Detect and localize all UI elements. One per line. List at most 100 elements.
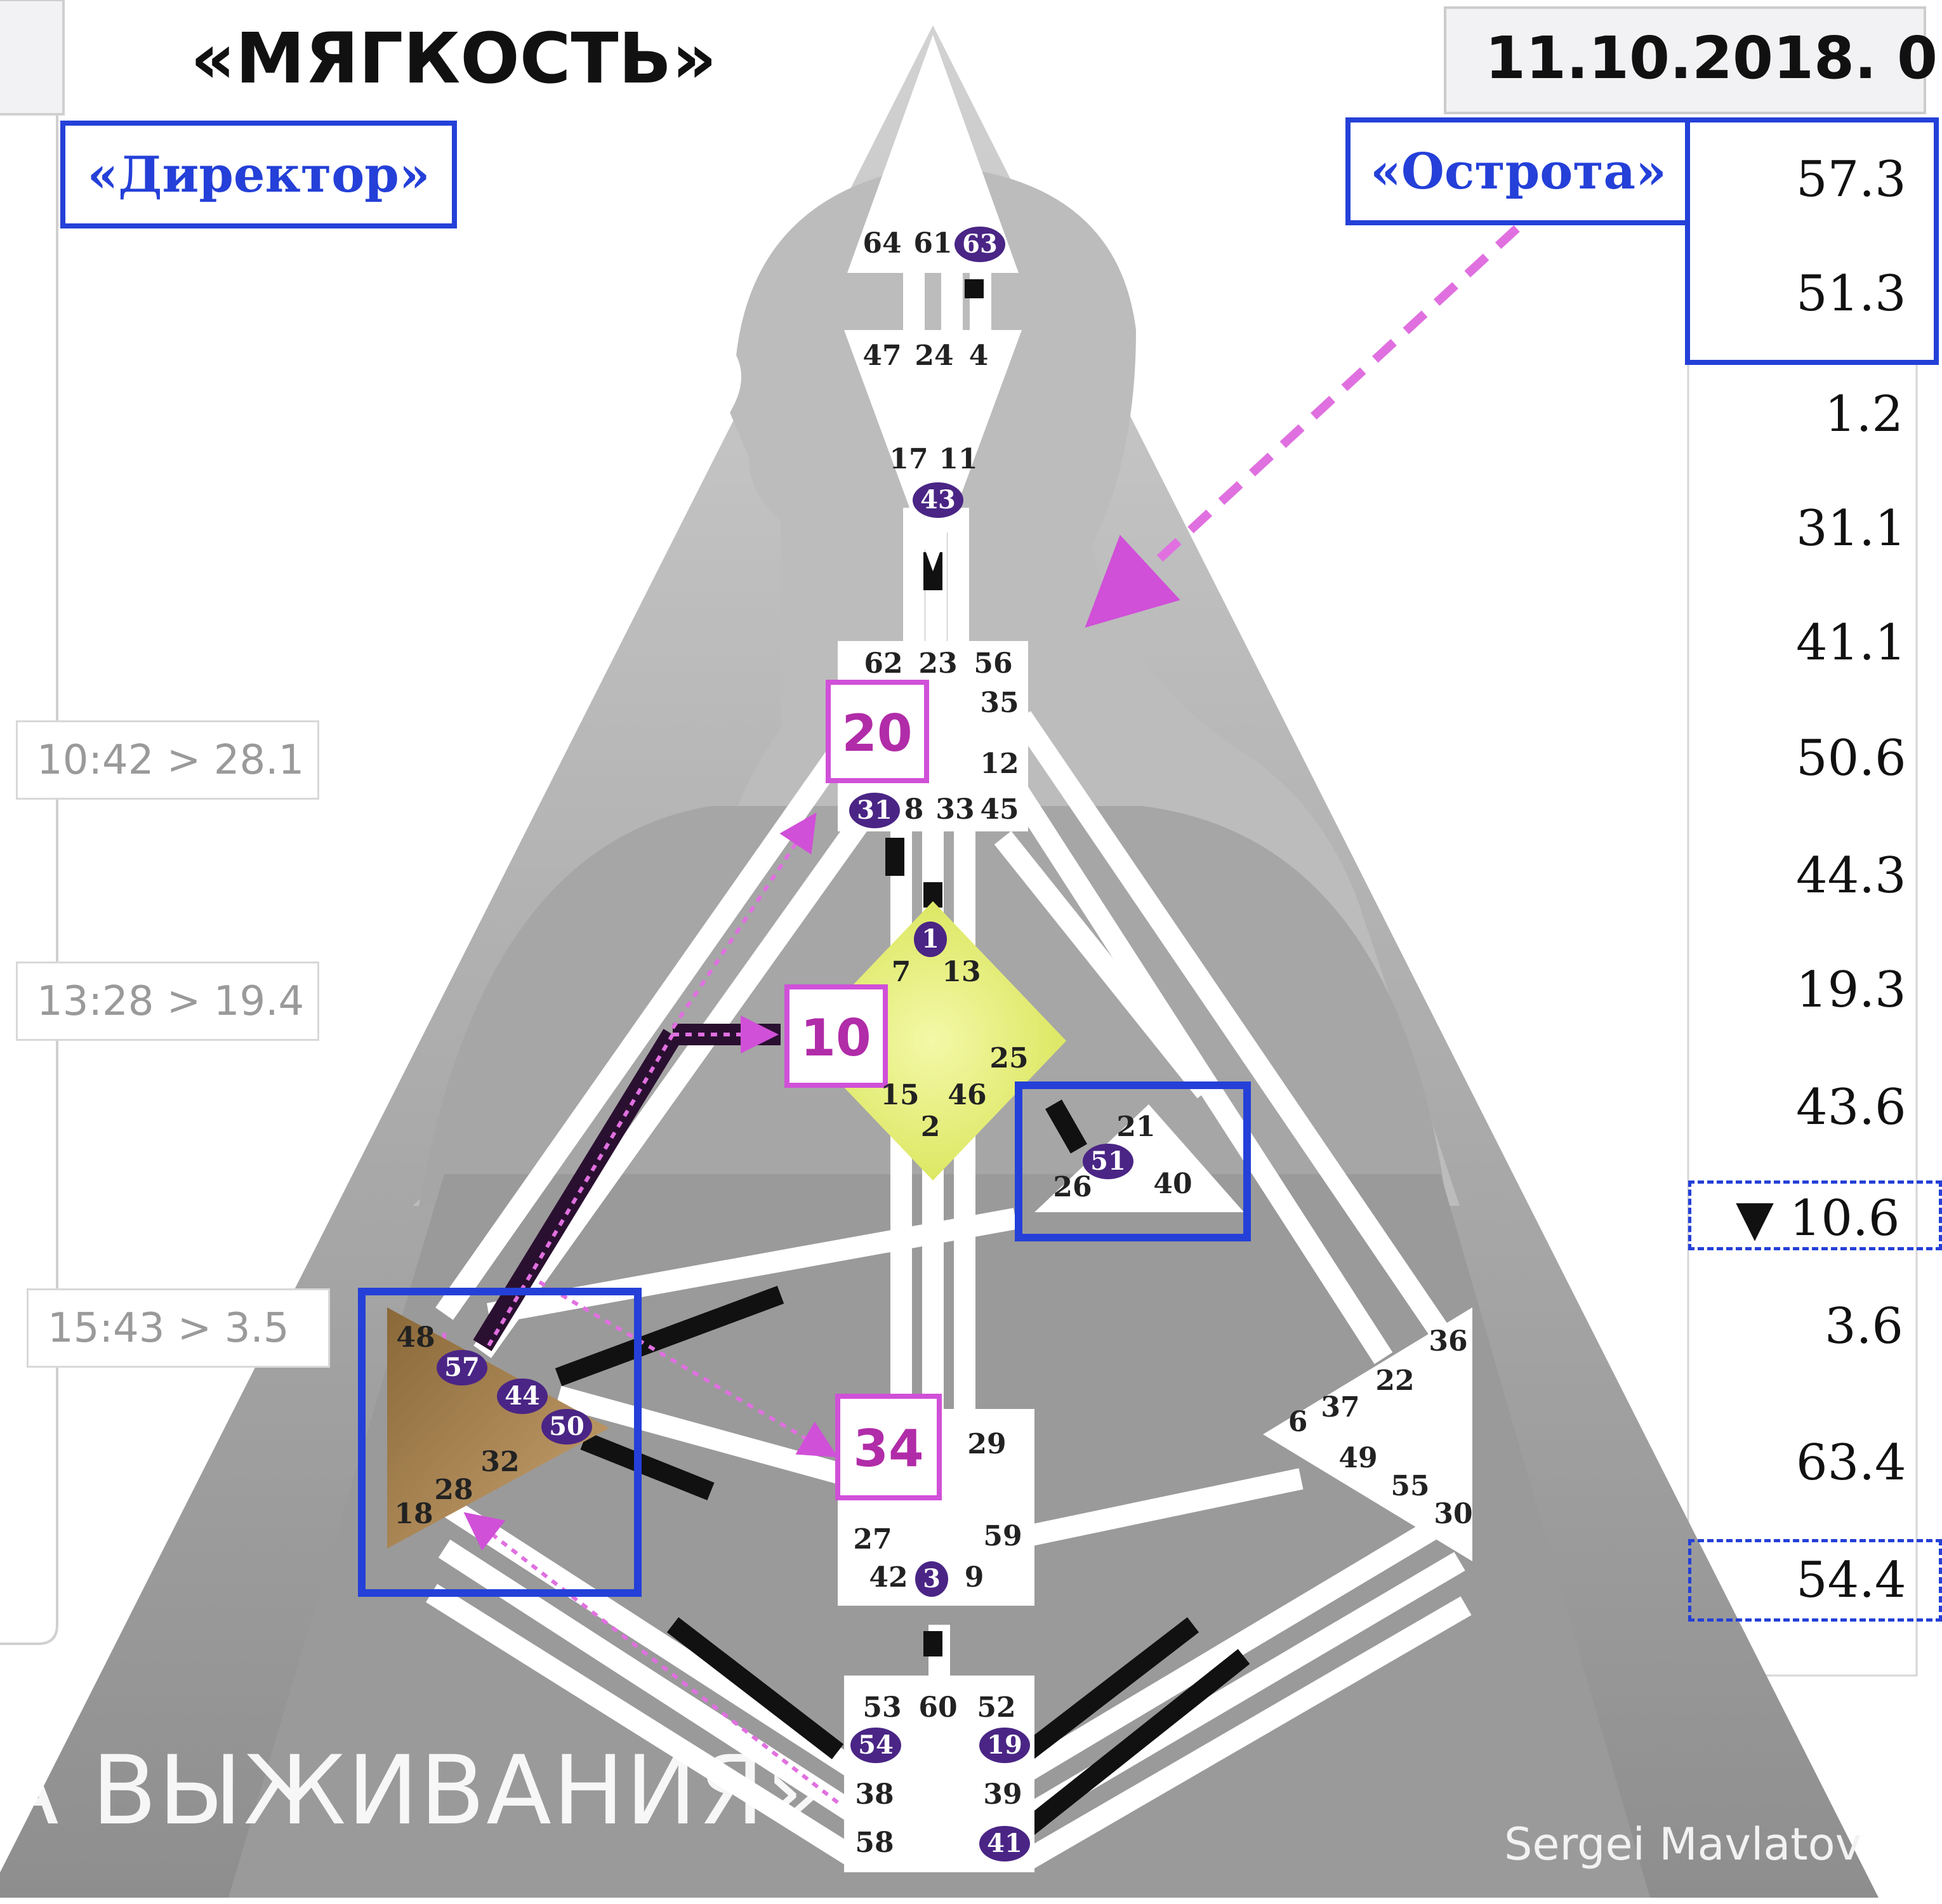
value-item: 1.2: [1825, 386, 1904, 443]
gate-36: 36: [1429, 1325, 1467, 1358]
value-frame-54-4: [1688, 1539, 1942, 1622]
value-item: 50.6: [1796, 730, 1906, 787]
value-frame-10-6: [1688, 1180, 1942, 1250]
gate-25: 25: [989, 1042, 1028, 1074]
gate-53: 53: [862, 1691, 901, 1724]
gate-24: 24: [915, 340, 953, 372]
gate-42: 42: [869, 1561, 908, 1594]
date-text: 11.10.2018. 0: [1485, 24, 1938, 92]
gate-45: 45: [980, 793, 1019, 826]
gate-39: 39: [983, 1778, 1022, 1811]
gate-54: 54: [858, 1730, 894, 1760]
gate-31: 31: [857, 795, 892, 825]
gate-28: 28: [434, 1474, 473, 1506]
gate-2: 2: [921, 1111, 941, 1143]
gate-57: 57: [444, 1352, 480, 1382]
sharpness-values-frame: [1685, 117, 1939, 365]
gate-40: 40: [1153, 1168, 1192, 1200]
gate-47: 47: [862, 340, 901, 372]
gate-9: 9: [965, 1561, 984, 1594]
heart-center: [1034, 1104, 1244, 1212]
gate-35: 35: [980, 687, 1019, 719]
gate-20-label: 20: [842, 704, 912, 763]
value-item: 3.6: [1825, 1298, 1904, 1355]
gate-44: 44: [505, 1381, 540, 1411]
gate-48: 48: [396, 1321, 435, 1354]
label-director: «Директор»: [60, 121, 457, 228]
value-item: 57.3: [1796, 151, 1906, 208]
gate-56: 56: [974, 647, 1012, 680]
left-panel: [0, 0, 65, 116]
gate-49: 49: [1338, 1442, 1377, 1474]
gate-63: 63: [962, 229, 998, 259]
value-item: 41.1: [1796, 614, 1906, 671]
gate-27: 27: [853, 1523, 892, 1556]
gate-41: 41: [987, 1828, 1022, 1858]
author-credit: Sergei Mavlatov: [1504, 1818, 1862, 1870]
gate-markers: [437, 227, 1133, 1861]
gate-37: 37: [1321, 1391, 1359, 1424]
gate-13: 13: [942, 956, 981, 988]
gate-21: 21: [1116, 1111, 1155, 1143]
gate-51: 51: [1090, 1146, 1126, 1176]
gate-1: 1: [921, 924, 939, 954]
ajna-center: [844, 330, 1022, 571]
bottom-title: А ВЫЖИВАНИЯ»: [0, 1736, 825, 1846]
gate-34-box: [835, 1394, 942, 1500]
gate-64: 64: [862, 227, 901, 260]
gate-61: 61: [913, 227, 952, 260]
value-item: 54.4: [1796, 1552, 1906, 1609]
left-panel-frame: [0, 113, 58, 1645]
heart-highlight-frame: [1015, 1081, 1251, 1241]
gate-3: 3: [923, 1564, 941, 1594]
gate-7: 7: [892, 956, 911, 988]
gate-11: 11: [939, 443, 977, 475]
gate-17: 17: [889, 443, 928, 475]
pink-dashed-arrow: [1085, 225, 1520, 628]
gate-18: 18: [394, 1498, 433, 1530]
label-sharpness: «Острота»: [1345, 117, 1691, 225]
gate-22: 22: [1375, 1365, 1414, 1397]
date-box: [1444, 6, 1926, 114]
gate-29: 29: [967, 1428, 1006, 1460]
value-item: 51.3: [1796, 265, 1906, 322]
gate-46: 46: [948, 1079, 986, 1111]
right-panel-frame: [1687, 354, 1918, 1677]
gate-23: 23: [918, 647, 957, 680]
value-item: 63.4: [1796, 1434, 1906, 1491]
gate-8: 8: [904, 793, 924, 826]
time-box: 10:42 > 28.1: [16, 720, 319, 800]
gate-32: 32: [480, 1446, 519, 1478]
g-center: [800, 901, 1066, 1180]
gate-30: 30: [1434, 1498, 1472, 1530]
gate-34-label: 34: [853, 1419, 923, 1478]
solar-plexus-center: [1263, 1307, 1472, 1561]
gate-15: 15: [880, 1079, 919, 1111]
gate-19: 19: [987, 1730, 1022, 1760]
gate-6: 6: [1288, 1406, 1308, 1438]
head-center: [847, 35, 1019, 273]
gate-58: 58: [855, 1827, 894, 1859]
gate-59: 59: [983, 1520, 1022, 1552]
gate-33: 33: [935, 793, 974, 826]
gate-60: 60: [918, 1691, 957, 1724]
gate-10-box: [784, 984, 888, 1088]
value-item: ▼ 10.6: [1736, 1190, 1900, 1247]
page-title: «МЯГКОСТЬ»: [190, 18, 717, 99]
value-item: 31.1: [1796, 500, 1906, 557]
gate-20-box: [826, 680, 929, 783]
gate-38: 38: [855, 1778, 894, 1811]
gate-10-label: 10: [800, 1008, 871, 1068]
gate-4: 4: [969, 340, 989, 372]
value-item: 44.3: [1796, 847, 1906, 904]
spleen-highlight-frame: [358, 1288, 642, 1597]
time-box: 13:28 > 19.4: [16, 962, 319, 1041]
gate-43: 43: [920, 485, 956, 515]
value-item: 19.3: [1796, 962, 1906, 1019]
gate-26: 26: [1053, 1171, 1092, 1203]
gate-55: 55: [1390, 1470, 1429, 1502]
gate-12: 12: [980, 748, 1019, 780]
time-box: 15:43 > 3.5: [27, 1288, 330, 1368]
